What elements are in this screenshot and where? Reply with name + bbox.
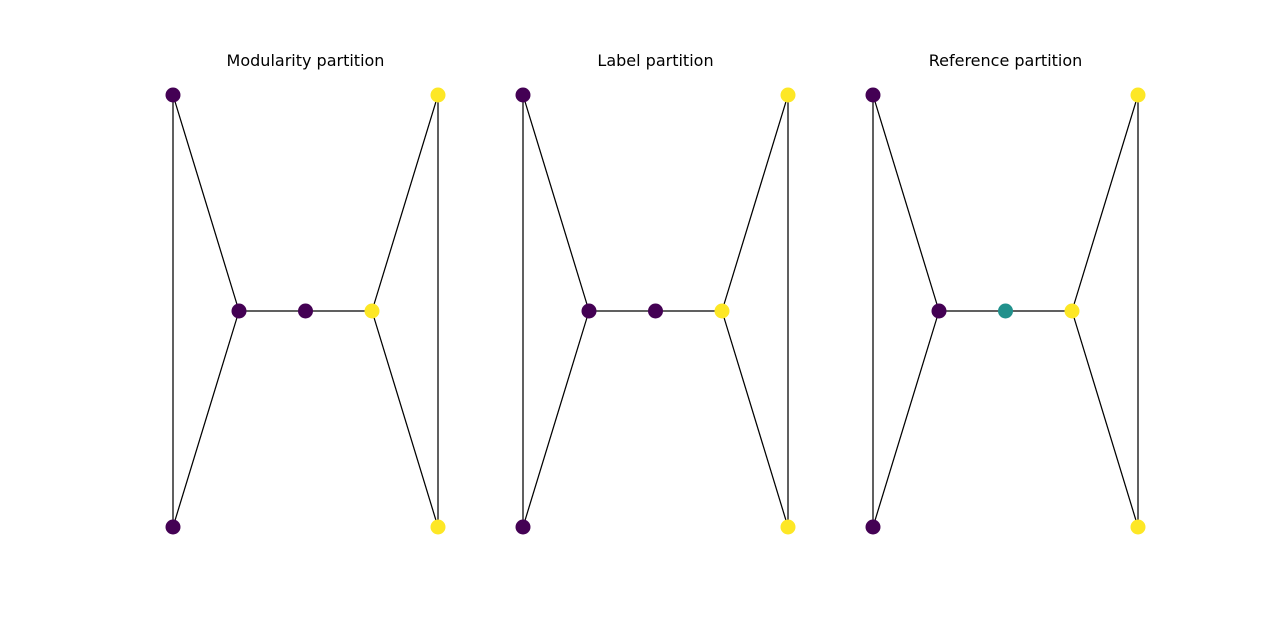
edge-top-left-left-hub [872,94,940,312]
nodes-modularity [165,87,446,535]
node-top-right [1130,87,1146,103]
edge-bottom-left-left-hub [522,310,590,528]
node-center [648,303,663,319]
node-bottom-right [780,519,796,535]
node-bottom-right [430,519,446,535]
node-center [298,303,313,319]
edges-reference [872,94,1139,528]
node-right-hub [364,303,380,319]
edge-right-hub-top-right [721,94,789,312]
nodes-reference [865,87,1146,535]
node-right-hub [714,303,730,319]
node-bottom-left [865,519,881,535]
panel-title-modularity: Modularity partition [227,51,385,70]
node-top-left [165,87,181,103]
edge-right-hub-top-right [371,94,439,312]
edge-top-left-left-hub [172,94,240,312]
edge-right-hub-bottom-right [1071,310,1139,528]
panel-modularity: Modularity partition [165,51,446,535]
edge-bottom-left-left-hub [172,310,240,528]
panel-title-reference: Reference partition [929,51,1083,70]
node-center [998,303,1013,319]
node-bottom-right [1130,519,1146,535]
node-top-right [430,87,446,103]
edge-bottom-left-left-hub [872,310,940,528]
node-left-hub [931,303,947,319]
node-top-left [865,87,881,103]
edge-right-hub-bottom-right [721,310,789,528]
node-bottom-left [165,519,181,535]
edges-modularity [172,94,439,528]
node-bottom-left [515,519,531,535]
node-top-left [515,87,531,103]
node-right-hub [1064,303,1080,319]
edges-label [522,94,789,528]
node-left-hub [581,303,597,319]
edge-top-left-left-hub [522,94,590,312]
panel-label: Label partition [515,51,796,535]
node-top-right [780,87,796,103]
panel-title-label: Label partition [597,51,713,70]
panel-reference: Reference partition [865,51,1146,535]
edge-right-hub-top-right [1071,94,1139,312]
node-left-hub [231,303,247,319]
edge-right-hub-bottom-right [371,310,439,528]
nodes-label [515,87,796,535]
